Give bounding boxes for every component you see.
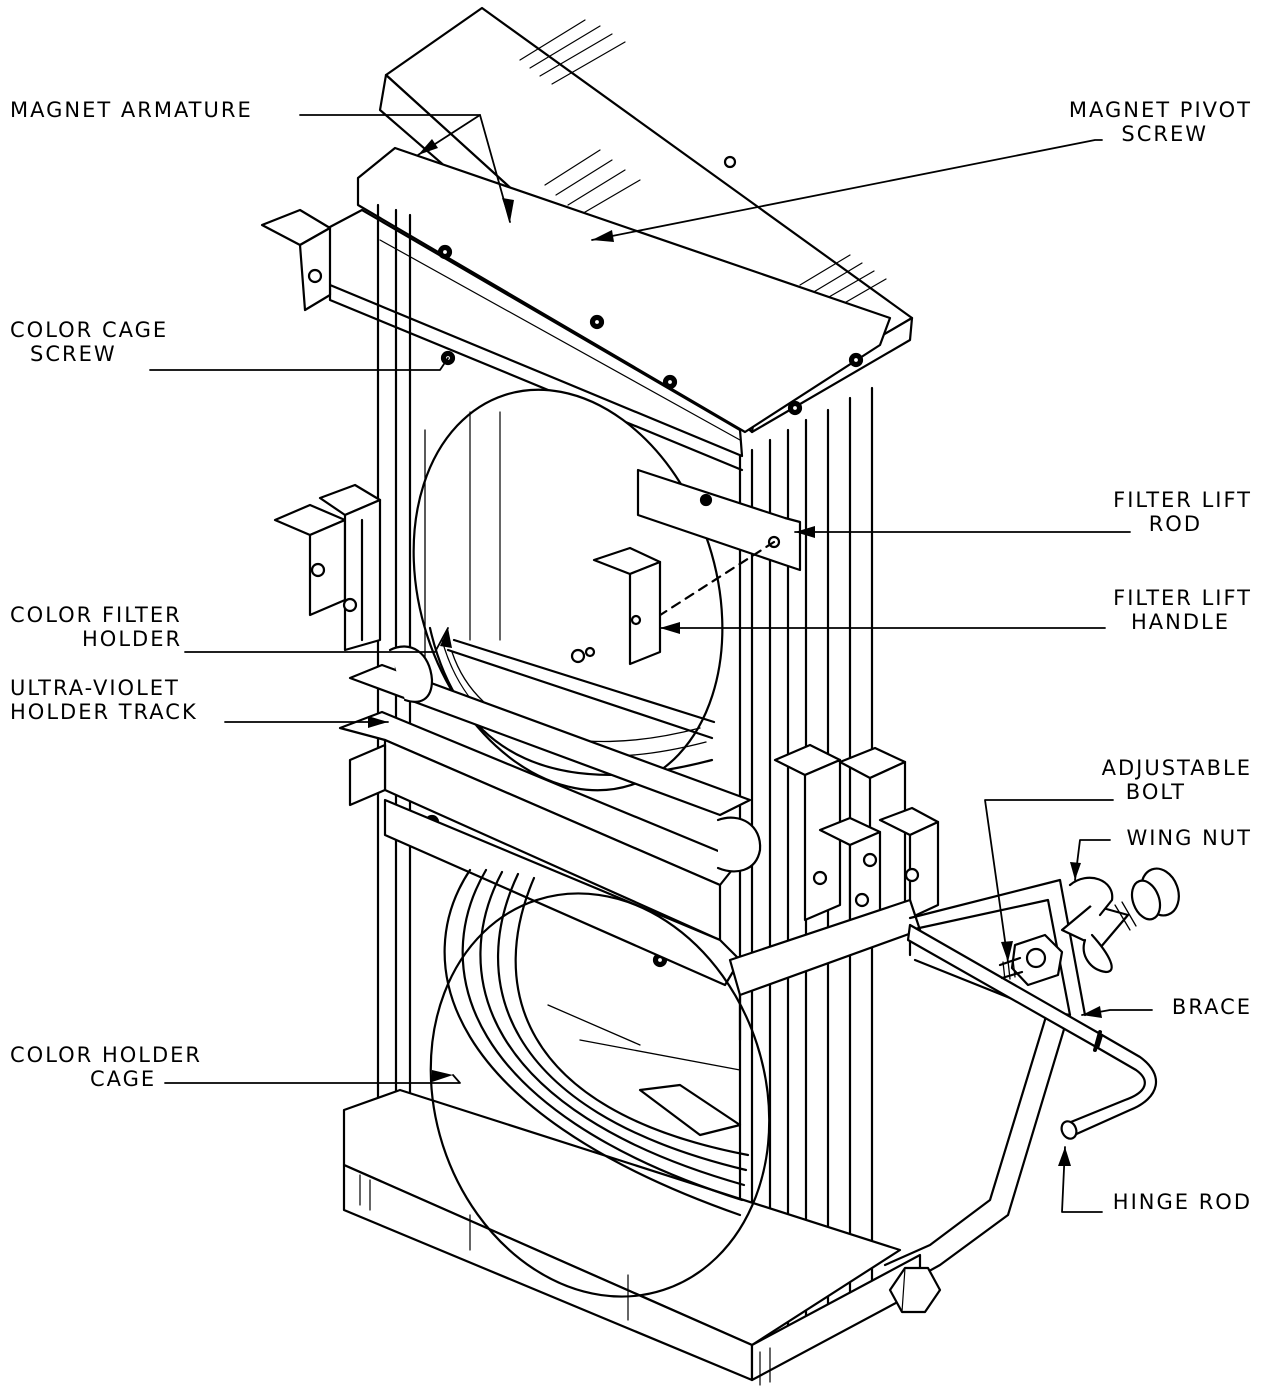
bottom-hex-nut [888,1266,942,1314]
label-line: ROD [1148,512,1202,536]
label-line: CAGE [90,1067,157,1091]
label-line: SCREW [1121,122,1208,146]
filter-lift-rod [636,468,802,630]
label-color-filter-holder: COLOR FILTER HOLDER [10,603,182,651]
filter-lift-handle [570,546,662,666]
label-adjustable-bolt: ADJUSTABLE BOLT [1102,756,1252,804]
leader-arrowheads [368,139,1102,1166]
label-line: ADJUSTABLE [1101,756,1252,780]
label-line: HINGE ROD [1112,1190,1252,1214]
lower-filter-stack [429,868,771,1298]
label-magnet-armature: MAGNET ARMATURE [10,98,253,122]
adjustable-bolt [998,933,1064,987]
frame-middle-band [728,898,922,1042]
label-brace: BRACE [1172,995,1252,1019]
label-line: FILTER LIFT [1113,488,1252,512]
label-color-holder-cage: COLOR HOLDER CAGE [10,1043,202,1091]
label-line: SCREW [30,342,117,366]
label-line: HOLDER TRACK [10,700,198,724]
label-line: HANDLE [1130,610,1230,634]
wing-nut [1060,867,1180,974]
left-clips [273,483,382,652]
label-line: BOLT [1125,780,1186,804]
frame-top-band [260,146,892,472]
label-line: MAGNET PIVOT [1068,98,1252,122]
label-line: ULTRA-VIOLET [10,676,180,700]
label-ultra-violet-holder-track: ULTRA-VIOLET HOLDER TRACK [10,676,198,724]
label-filter-lift-rod: FILTER LIFT ROD [1113,488,1252,536]
label-line: COLOR FILTER [10,603,182,627]
label-line: MAGNET ARMATURE [10,98,253,122]
label-magnet-pivot-screw: MAGNET PIVOT SCREW [1069,98,1252,146]
ultra-violet-holder-track [338,645,762,987]
label-line: HOLDER [82,627,183,651]
label-line: BRACE [1171,995,1252,1019]
hinge-rod [906,923,1158,1140]
label-color-cage-screw: COLOR CAGE SCREW [10,318,168,366]
label-line: WING NUT [1126,826,1252,850]
label-hinge-rod: HINGE ROD [1113,1190,1252,1214]
label-line: FILTER LIFT [1113,586,1252,610]
label-line: COLOR HOLDER [10,1043,202,1067]
label-line: COLOR CAGE [10,318,169,342]
label-filter-lift-handle: FILTER LIFT HANDLE [1113,586,1252,634]
right-clips [773,743,940,934]
label-wing-nut: WING NUT [1126,826,1252,850]
leader-lines [149,114,1153,1213]
